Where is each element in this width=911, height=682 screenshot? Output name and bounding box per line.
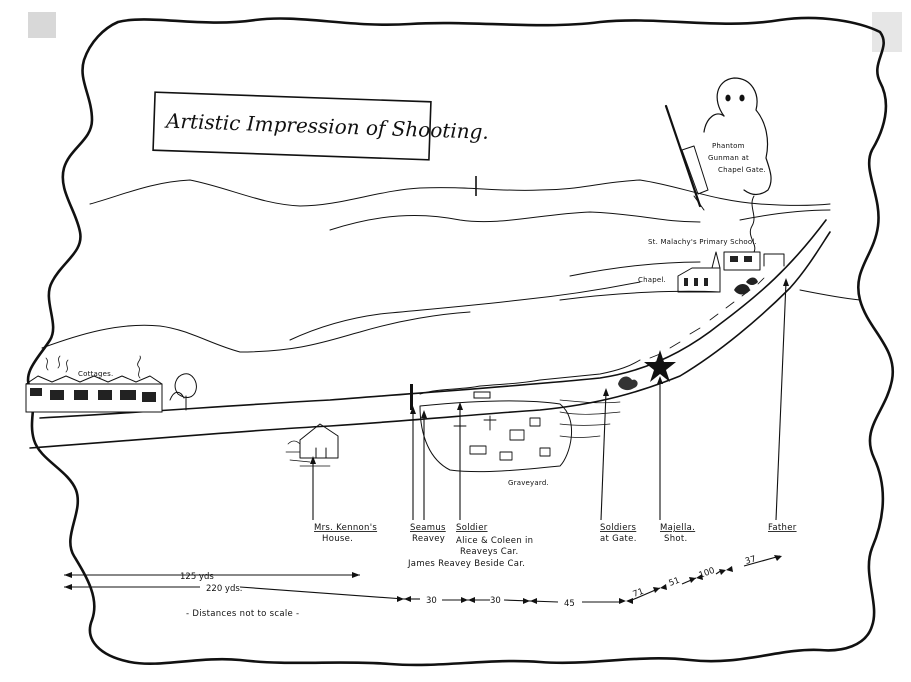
paper-border <box>26 16 895 667</box>
fence-ticks <box>649 277 765 359</box>
title-box <box>152 91 432 161</box>
cottages <box>25 373 197 413</box>
phantom-gunman <box>664 77 772 253</box>
seamus-figure <box>410 384 413 410</box>
father-label: Father <box>768 523 797 533</box>
road-lower <box>29 231 831 449</box>
dist-37: 37 <box>744 554 757 567</box>
alice-label-1: Alice & Coleen in <box>456 536 533 546</box>
dist-30a: 30 <box>426 596 437 606</box>
dist-51: 51 <box>668 576 682 589</box>
soldiers-gate-label-2: at Gate. <box>600 534 637 544</box>
corner-tab-right <box>872 12 902 52</box>
corner-tab <box>28 12 56 38</box>
shot-star-icon <box>644 350 676 382</box>
cottages-label: Cottages. <box>78 370 113 378</box>
kennon-label-1: Mrs. Kennon's <box>314 523 377 533</box>
dist-125: 125 yds <box>180 572 214 582</box>
pointer-heads <box>310 278 789 464</box>
phantom-label-2: Gunman at <box>708 154 749 162</box>
road-upper <box>39 219 827 419</box>
phantom-label-3: Chapel Gate. <box>718 166 766 174</box>
soldier-label: Soldier <box>456 523 488 533</box>
dist-45: 45 <box>564 599 575 609</box>
seamus-label-1: Seamus <box>410 523 446 533</box>
school-label: St. Malachy's Primary School. <box>648 238 757 246</box>
alice-label-2: Reaveys Car. <box>460 547 519 557</box>
bush <box>618 376 638 391</box>
hills-far <box>89 179 831 207</box>
hill-left <box>41 311 471 353</box>
kennon-label-2: House. <box>322 534 353 544</box>
hills-mid <box>329 211 701 231</box>
page-title: Artistic Impression of Shooting. <box>164 109 490 144</box>
dist-220: 220 yds. <box>206 584 242 594</box>
pointer-lines <box>312 281 787 521</box>
distance-lines <box>64 555 781 603</box>
majella-label-2: Shot. <box>664 534 688 544</box>
hill-center <box>289 281 641 341</box>
fields-right <box>559 209 861 301</box>
soldiers-gate-label-1: Soldiers <box>600 523 637 533</box>
distance-arrowheads <box>64 555 782 604</box>
scale-note: - Distances not to scale - <box>186 609 299 619</box>
phantom-label-1: Phantom <box>712 142 745 150</box>
school <box>723 251 785 271</box>
kennon-house <box>285 423 339 467</box>
chapel-label: Chapel. <box>638 276 666 284</box>
majella-label-1: Majella. <box>660 523 695 533</box>
graveyard-label: Graveyard. <box>508 479 549 487</box>
chapel <box>677 251 721 293</box>
dist-100: 100 <box>698 566 717 581</box>
car <box>473 391 491 399</box>
seamus-label-2: Reavey <box>412 534 445 544</box>
trees-near-chapel <box>734 277 758 295</box>
hedge <box>419 359 641 395</box>
dist-30b: 30 <box>490 596 501 606</box>
dist-71: 71 <box>632 587 646 600</box>
smoke <box>45 355 141 379</box>
james-label: James Reavey Beside Car. <box>407 559 525 569</box>
